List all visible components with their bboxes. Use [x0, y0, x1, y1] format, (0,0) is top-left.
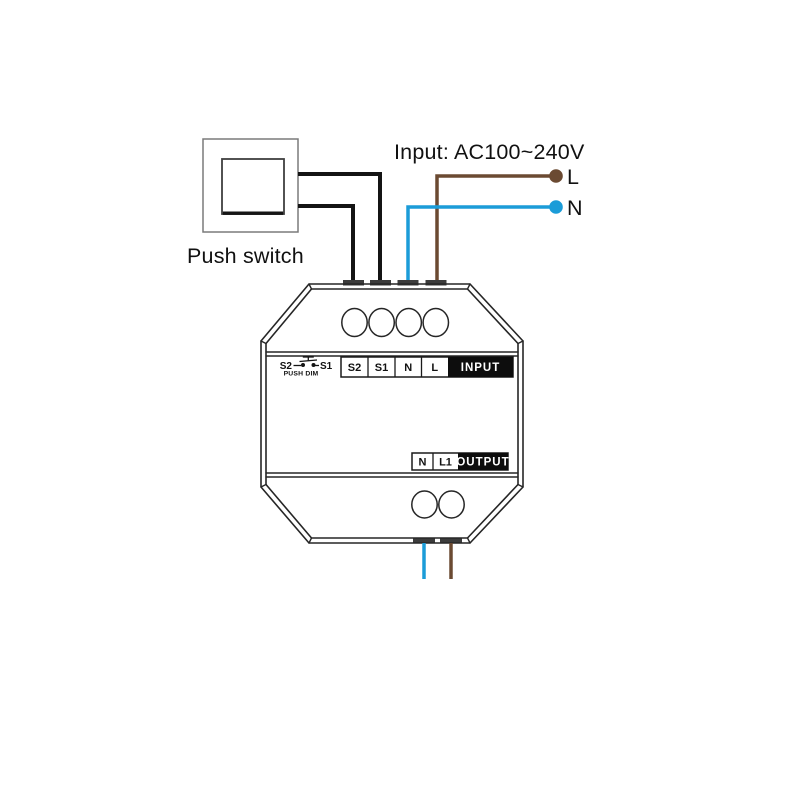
knockout-hole: [438, 490, 465, 519]
live-terminal-dot: [549, 169, 563, 183]
neutral-wire: [406, 205, 556, 282]
symbol-contact-dot: [311, 363, 316, 367]
input-terminal-l: L: [431, 362, 438, 374]
symbol-caption: PUSH DIM: [284, 371, 319, 378]
knockout-hole: [411, 490, 438, 519]
push-dim-switch-symbol: S2 S1 PUSH DIM: [280, 356, 333, 378]
push-switch-label: Push switch: [187, 244, 304, 268]
neutral-terminal-dot: [549, 200, 563, 214]
live-wire: [435, 174, 556, 282]
module-outline-inner: [265, 288, 519, 539]
module-outline-outer: [260, 283, 524, 544]
bottom-knockout-holes: [411, 490, 465, 519]
dimmer-module-body: S2 S1 PUSH DIM S2 S1 N: [260, 280, 524, 544]
input-block-label: INPUT: [461, 362, 501, 374]
output-terminal-n: N: [419, 457, 427, 469]
live-label: L: [567, 165, 579, 189]
symbol-s2-label: S2: [280, 361, 293, 372]
output-terminal-strip: N L1 OUTPUT: [411, 452, 509, 471]
input-terminal-s2: S2: [348, 362, 361, 374]
switch-wire-s1: [298, 172, 382, 282]
switch-wire-s2: [298, 204, 355, 282]
push-switch-component: [202, 138, 299, 233]
input-terminal-s1: S1: [375, 362, 388, 374]
symbol-s1-label: S1: [320, 361, 333, 372]
knockout-hole: [422, 307, 450, 338]
neutral-label: N: [567, 196, 583, 220]
terminal-stub: [440, 538, 462, 543]
symbol-contact-dot: [301, 363, 305, 367]
corner-joints: [260, 283, 524, 544]
output-terminal-l1: L1: [439, 457, 452, 469]
neutral-wire-group: N: [406, 196, 583, 282]
terminal-stub: [343, 280, 364, 286]
live-wire-group: L: [435, 165, 579, 282]
terminal-stub: [397, 280, 419, 286]
input-block-tag: [448, 357, 513, 377]
terminal-stub: [370, 280, 391, 286]
top-knockout-holes: [341, 307, 450, 338]
output-block-tag: [458, 453, 508, 470]
input-terminal-strip: S2 S1 N L INPUT: [340, 356, 514, 378]
knockout-hole: [368, 307, 396, 338]
push-switch-button: [221, 158, 285, 215]
input-spec-title: Input: AC100~240V: [394, 140, 585, 164]
terminal-stub: [413, 538, 435, 543]
knockout-hole: [395, 307, 423, 338]
top-terminal-stubs: [343, 280, 447, 286]
knockout-hole: [341, 307, 368, 338]
output-block-label: OUTPUT: [456, 457, 509, 469]
flap-separators: [265, 351, 519, 478]
input-terminal-n: N: [404, 362, 412, 374]
terminal-stub: [425, 280, 447, 286]
bottom-terminal-stubs: [413, 538, 462, 543]
